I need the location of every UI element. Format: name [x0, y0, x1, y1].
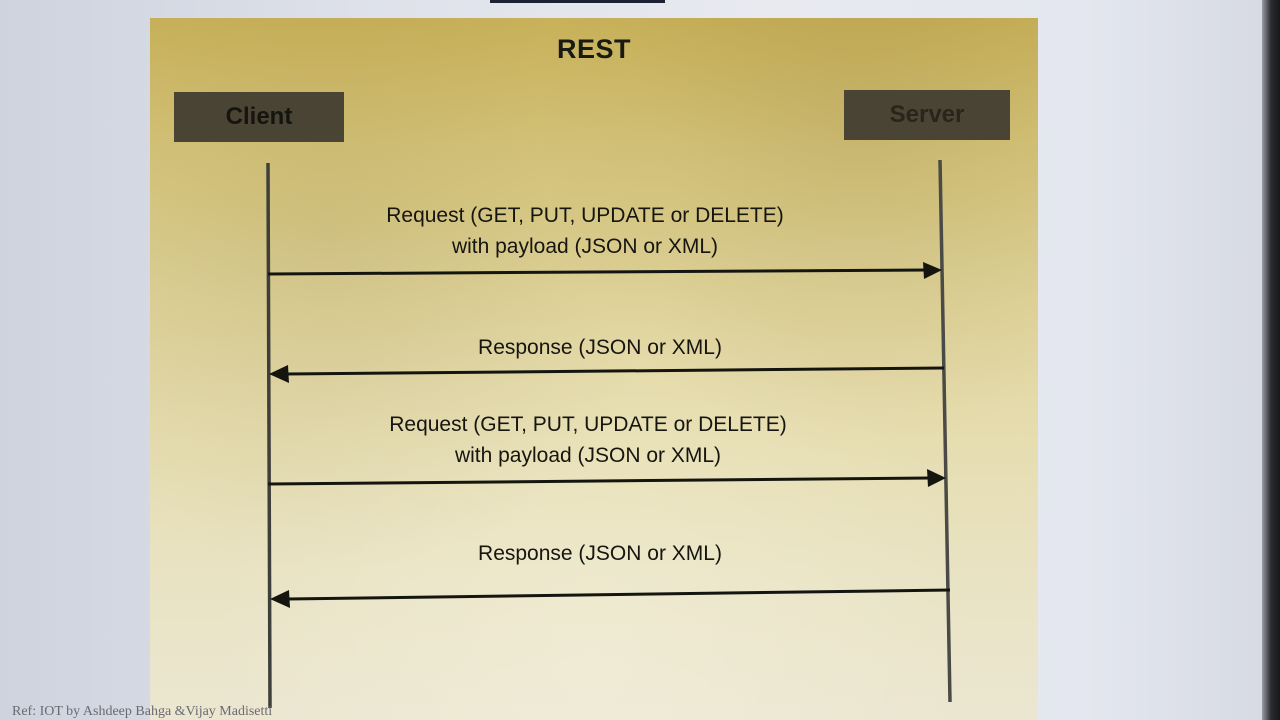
client-actor-label: Client [225, 103, 293, 130]
reference-caption: Ref: IOT by Ashdeep Bahga &Vijay Madiset… [12, 704, 273, 719]
request-label-1-line2: with payload (JSON or XML) [451, 235, 719, 258]
projected-slide: REST Client Server Request (GET, [150, 18, 1038, 720]
slide-title: REST [556, 34, 631, 64]
request-label-2: Request (GET, PUT, UPDATE or DELETE) wit… [333, 409, 843, 471]
client-lifeline [266, 162, 272, 709]
request-label-1: Request (GET, PUT, UPDATE or DELETE) wit… [330, 200, 840, 262]
response-label-2-line1: Response (JSON or XML) [478, 542, 722, 565]
server-actor-label: Server [889, 101, 965, 128]
server-lifeline [938, 159, 952, 703]
response-label-2: Response (JSON or XML) [370, 538, 830, 569]
response-label-1: Response (JSON or XML) [370, 332, 830, 363]
request-label-2-line2: with payload (JSON or XML) [454, 444, 722, 467]
request-label-2-line1: Request (GET, PUT, UPDATE or DELETE) [389, 413, 787, 436]
top-edge-bar [490, 0, 665, 3]
response-arrow-1 [269, 365, 945, 383]
request-arrow-2 [267, 469, 946, 487]
client-actor-box: Client [174, 92, 344, 142]
response-label-1-line1: Response (JSON or XML) [478, 336, 722, 359]
server-actor-box: Server [844, 90, 1010, 140]
response-arrow-2 [270, 588, 951, 608]
request-arrow-1 [267, 262, 942, 279]
sequence-diagram [266, 159, 952, 709]
request-label-1-line1: Request (GET, PUT, UPDATE or DELETE) [386, 204, 784, 227]
screen-bezel [1262, 0, 1280, 720]
